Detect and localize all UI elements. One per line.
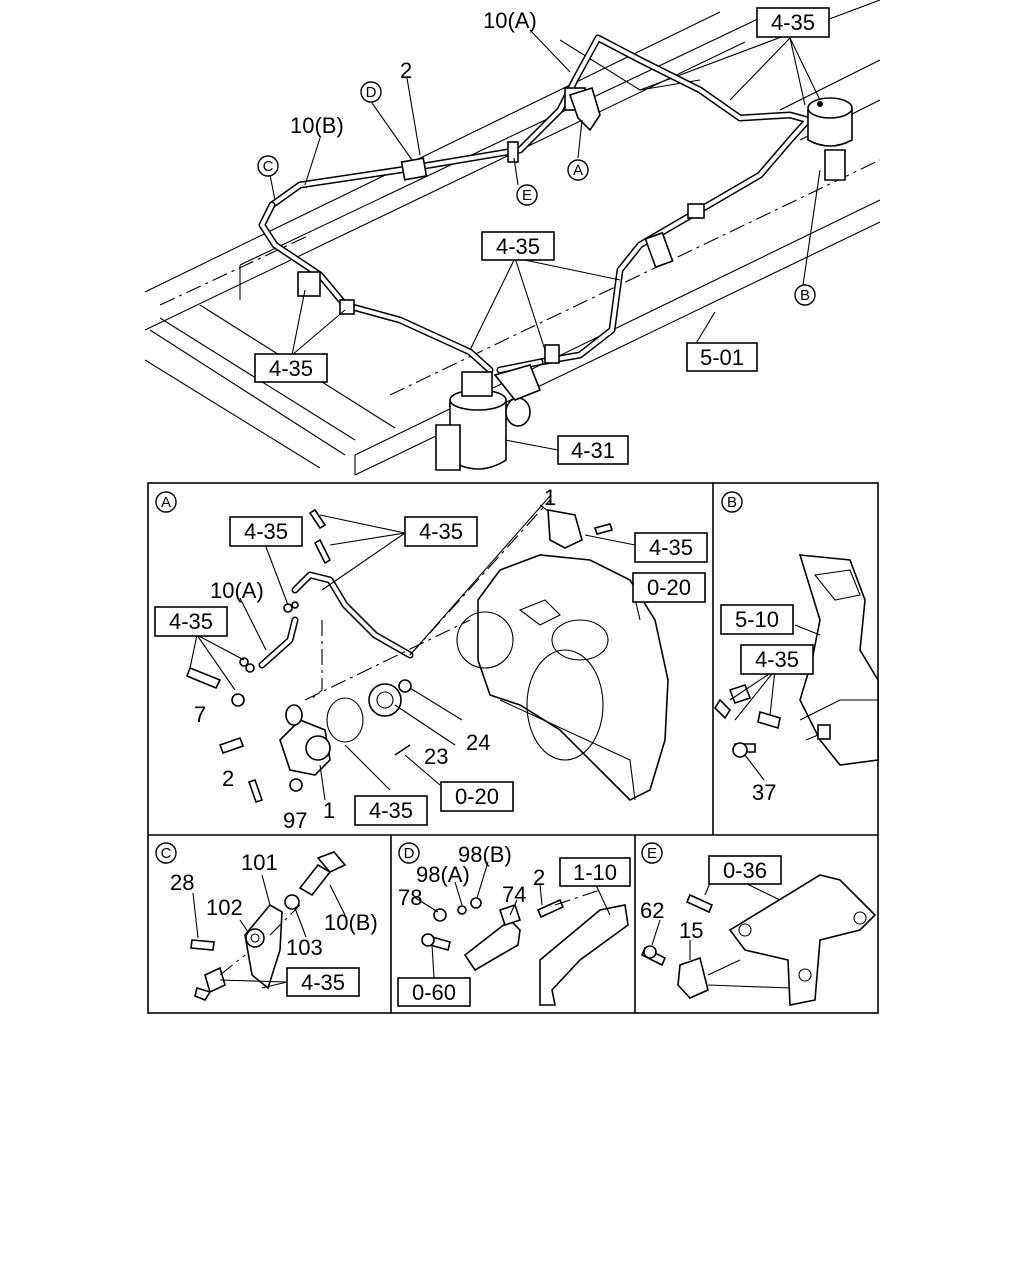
panel-d-label-78: 78 bbox=[398, 885, 422, 910]
svg-text:0-36: 0-36 bbox=[723, 858, 767, 883]
panel-e-box-0-36[interactable]: 0-36 bbox=[708, 855, 782, 885]
ref-box-4-31-label: 4-31 bbox=[571, 438, 615, 463]
panel-d-label-74: 74 bbox=[502, 882, 526, 907]
panel-d-label-2: 2 bbox=[533, 865, 545, 890]
panel-a-box-4-35-b[interactable]: 4-35 bbox=[404, 516, 478, 547]
panel-a-label-97: 97 bbox=[283, 808, 307, 833]
panel-e-tag: E bbox=[641, 842, 663, 864]
panel-a-label-10a: 10(A) bbox=[210, 578, 264, 603]
svg-text:0-60: 0-60 bbox=[412, 980, 456, 1005]
panel-a: A bbox=[155, 491, 669, 804]
panel-a-box-0-20-b[interactable]: 0-20 bbox=[440, 781, 514, 812]
panel-d: D bbox=[398, 842, 629, 1006]
panel-c: C bbox=[155, 842, 347, 1001]
panel-b-box-4-35[interactable]: 4-35 bbox=[740, 644, 814, 675]
panel-a-label-1: 1 bbox=[323, 798, 335, 823]
svg-text:4-35: 4-35 bbox=[169, 609, 213, 634]
panel-a-box-4-35-c[interactable]: 4-35 bbox=[634, 532, 708, 563]
svg-text:C: C bbox=[161, 845, 172, 862]
panel-a-label-24: 24 bbox=[466, 730, 490, 755]
panel-c-label-103: 103 bbox=[286, 935, 323, 960]
label-2-top: 2 bbox=[400, 58, 412, 83]
svg-text:4-35: 4-35 bbox=[755, 647, 799, 672]
svg-text:4-35: 4-35 bbox=[244, 519, 288, 544]
panel-c-box-4-35[interactable]: 4-35 bbox=[286, 967, 360, 997]
panel-d-label-98b: 98(B) bbox=[458, 842, 512, 867]
panel-d-box-1-10[interactable]: 1-10 bbox=[559, 857, 631, 887]
ref-box-5-01[interactable]: 5-01 bbox=[686, 342, 758, 372]
svg-text:4-35: 4-35 bbox=[301, 970, 345, 995]
svg-text:A: A bbox=[573, 162, 583, 179]
ref-box-5-01-label: 5-01 bbox=[700, 345, 744, 370]
ref-box-4-35-top-right[interactable]: 4-35 bbox=[756, 7, 830, 38]
panel-a-box-4-35-e[interactable]: 4-35 bbox=[354, 795, 428, 826]
panel-b: B bbox=[713, 491, 879, 781]
panel-a-label-7: 7 bbox=[194, 702, 206, 727]
panel-d-label-98a: 98(A) bbox=[416, 862, 470, 887]
panel-c-tag: C bbox=[155, 842, 177, 864]
panel-d-box-0-60[interactable]: 0-60 bbox=[397, 977, 471, 1007]
panel-a-box-4-35-d[interactable]: 4-35 bbox=[154, 606, 228, 637]
svg-text:0-20: 0-20 bbox=[455, 784, 499, 809]
label-10b-top: 10(B) bbox=[290, 113, 344, 138]
ref-box-4-35-mid-label: 4-35 bbox=[496, 234, 540, 259]
svg-text:B: B bbox=[800, 287, 810, 304]
ref-box-4-35-left[interactable]: 4-35 bbox=[254, 353, 328, 383]
svg-text:4-35: 4-35 bbox=[419, 519, 463, 544]
panel-e-label-15: 15 bbox=[679, 918, 703, 943]
svg-text:E: E bbox=[522, 187, 532, 204]
marker-c[interactable]: C bbox=[257, 155, 279, 177]
panel-b-tag: B bbox=[721, 491, 743, 513]
svg-text:D: D bbox=[404, 845, 415, 862]
panel-c-label-101: 101 bbox=[241, 850, 278, 875]
panel-b-label-37: 37 bbox=[752, 780, 776, 805]
ref-box-4-31[interactable]: 4-31 bbox=[557, 435, 629, 465]
label-10a-top: 10(A) bbox=[483, 8, 537, 33]
panel-d-tag: D bbox=[398, 842, 420, 864]
panel-c-label-102: 102 bbox=[206, 895, 243, 920]
panel-e-label-62: 62 bbox=[640, 898, 664, 923]
svg-text:4-35: 4-35 bbox=[369, 798, 413, 823]
panel-a-label-1-top: 1 bbox=[544, 485, 556, 510]
ref-box-4-35-top-right-label: 4-35 bbox=[771, 10, 815, 35]
svg-text:D: D bbox=[366, 84, 377, 101]
marker-e[interactable]: E bbox=[516, 184, 538, 206]
svg-text:0-20: 0-20 bbox=[647, 575, 691, 600]
svg-text:A: A bbox=[161, 494, 171, 511]
panel-a-tag: A bbox=[155, 491, 177, 513]
svg-text:E: E bbox=[647, 845, 657, 862]
marker-b[interactable]: B bbox=[794, 284, 816, 306]
panel-a-box-0-20-a[interactable]: 0-20 bbox=[632, 572, 706, 603]
ref-box-4-35-mid[interactable]: 4-35 bbox=[481, 231, 555, 261]
svg-text:C: C bbox=[263, 158, 274, 175]
panel-e: E bbox=[640, 842, 877, 1006]
svg-text:5-10: 5-10 bbox=[735, 607, 779, 632]
panel-a-box-4-35-a[interactable]: 4-35 bbox=[229, 516, 303, 547]
svg-text:1-10: 1-10 bbox=[573, 860, 617, 885]
ref-box-4-35-left-label: 4-35 bbox=[269, 356, 313, 381]
marker-d[interactable]: D bbox=[360, 81, 382, 103]
marker-a[interactable]: A bbox=[567, 159, 589, 181]
panel-b-box-5-10[interactable]: 5-10 bbox=[720, 604, 794, 635]
panel-c-label-28: 28 bbox=[170, 870, 194, 895]
svg-text:B: B bbox=[727, 494, 737, 511]
panel-a-label-2: 2 bbox=[222, 766, 234, 791]
panel-c-label-10b: 10(B) bbox=[324, 910, 378, 935]
panel-a-label-23: 23 bbox=[424, 744, 448, 769]
svg-text:4-35: 4-35 bbox=[649, 535, 693, 560]
